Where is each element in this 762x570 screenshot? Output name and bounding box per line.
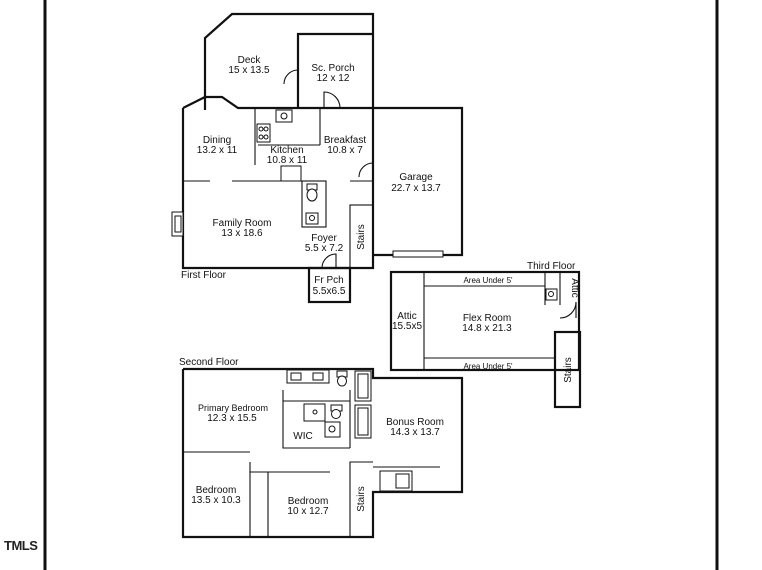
stairs-box-first: [349, 204, 374, 269]
stairs-third-label: Stairs: [563, 357, 574, 383]
front-porch-label: Fr Pch: [314, 275, 343, 286]
front-porch-outline: [307, 266, 352, 304]
second-floor-outline: [181, 367, 464, 539]
powder-sink-basin: [309, 215, 315, 221]
attic-door-swing: [559, 301, 577, 319]
area-under-bottom-label: Area Under 5': [463, 362, 513, 371]
foyer-size: 5.5 x 7.2: [305, 243, 344, 254]
fireplace-inner: [174, 215, 182, 233]
porch-size: 12 x 12: [317, 73, 350, 84]
vanity-sink-left: [290, 372, 302, 381]
bedroom-two-label: Bedroom: [288, 496, 329, 507]
front-porch-size: 5.5x6.5: [313, 286, 346, 297]
attic-right-label: Attic: [569, 278, 580, 297]
third-floor-plan: [389, 270, 582, 409]
stairs-first-label: Stairs: [356, 224, 367, 250]
attic-left-label: Attic: [397, 311, 416, 322]
stove-burner: [258, 134, 264, 140]
stove-burner: [263, 134, 269, 140]
bedroom-one-size: 13.5 x 10.3: [191, 495, 241, 506]
first-floor-plan: [171, 12, 464, 304]
second-floor-plan: [181, 367, 464, 539]
wic-label: WIC: [293, 431, 312, 442]
breakfast-label: Breakfast: [324, 135, 366, 146]
family-room-size: 13 x 18.6: [221, 228, 263, 239]
kitchen-size: 10.8 x 11: [267, 155, 308, 166]
kitchen-sink-basin: [280, 112, 288, 120]
primary-tub-inner: [357, 373, 369, 399]
porch-door-swing: [283, 69, 299, 85]
bedroom-one-label: Bedroom: [196, 485, 237, 496]
garage-size: 22.7 x 13.7: [391, 183, 441, 194]
bonus-room-size: 14.3 x 13.7: [390, 427, 440, 438]
third-floor-label: Third Floor: [527, 261, 576, 272]
primary-bedroom-label: Primary Bedroom: [198, 403, 268, 413]
hall-sink-basin: [328, 425, 336, 433]
dining-label: Dining: [203, 135, 231, 146]
garage-door: [392, 250, 444, 258]
flex-room-label: Flex Room: [463, 313, 511, 324]
toilet-bowl: [306, 188, 318, 202]
hall-tub-inner: [357, 407, 369, 436]
deck-outline: [203, 12, 375, 110]
porch-outline: [296, 32, 373, 108]
stairs-second-label: Stairs: [356, 486, 367, 512]
kitchen-label: Kitchen: [270, 145, 303, 156]
foyer-label: Foyer: [311, 233, 337, 244]
tmls-logo: TMLS: [4, 538, 38, 553]
porch-label: Sc. Porch: [311, 63, 354, 74]
wic-wall: [282, 390, 350, 449]
family-room-label: Family Room: [213, 218, 272, 229]
stove-burner: [263, 126, 269, 132]
kitchen-island: [280, 165, 302, 182]
attic-left-size: 15.5x5: [392, 321, 422, 332]
stairs-second-wall: [349, 461, 373, 537]
vanity-sink-right: [312, 372, 324, 381]
bedroom-two-size: 10 x 12.7: [287, 506, 329, 517]
powder-room: [301, 180, 327, 228]
third-floor-outline: [389, 270, 581, 372]
breakfast-size: 10.8 x 7: [327, 145, 363, 156]
third-floor-sink-basin: [548, 291, 554, 297]
hall-toilet-bowl: [331, 409, 341, 419]
first-floor-label: First Floor: [181, 270, 227, 281]
flex-room-size: 14.8 x 21.3: [462, 323, 512, 334]
stove-burner: [258, 126, 264, 132]
front-door-swing: [321, 253, 337, 269]
kitchen-stove: [256, 123, 271, 143]
breakfast-door-swing: [323, 91, 341, 109]
stairs-third-box: [553, 330, 582, 409]
garage-label: Garage: [399, 172, 433, 183]
second-floor-label: Second Floor: [179, 357, 239, 368]
dining-size: 13.2 x 11: [197, 145, 238, 156]
primary-toilet-bowl: [337, 375, 347, 387]
bonus-built-in-inner: [395, 473, 410, 489]
area-under-top-label: Area Under 5': [463, 276, 513, 285]
primary-bedroom-size: 12.3 x 15.5: [207, 413, 257, 424]
deck-size: 15 x 13.5: [228, 65, 270, 76]
deck-label: Deck: [238, 55, 262, 66]
garage-door-swing: [358, 162, 374, 178]
bonus-room-label: Bonus Room: [386, 417, 444, 428]
main-house-outline: [181, 95, 375, 270]
hall-vanity-sink: [312, 409, 318, 415]
